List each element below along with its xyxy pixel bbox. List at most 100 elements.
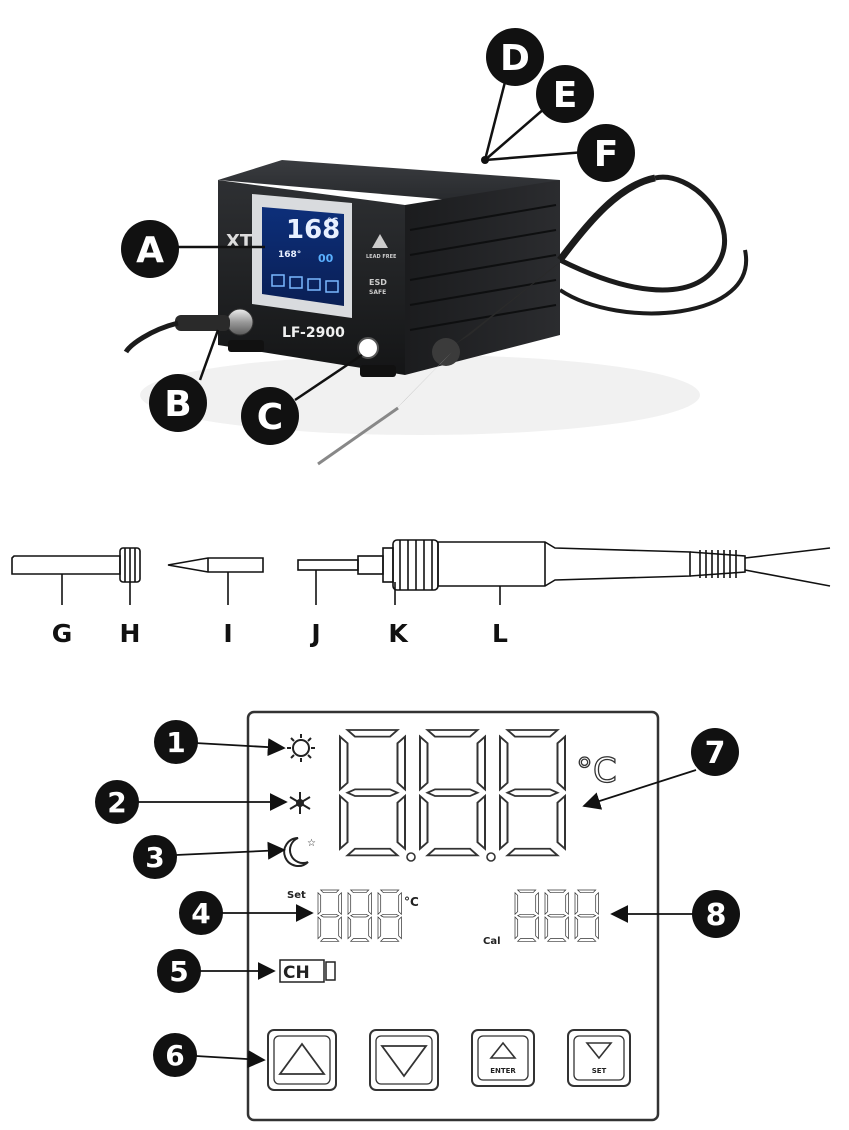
brand-logo: XT [226,231,253,252]
iron-cable [557,174,656,263]
cable-back-2 [558,249,749,316]
lcd-layout: ☆ °C Set °C Cal CH [95,710,740,1122]
callout-a [121,220,179,278]
lead-free-triangle-icon [372,234,388,248]
iron-parts-diagram [11,539,831,605]
badge-safe: SAFE [369,289,386,296]
screen-button-2[interactable] [289,276,303,289]
up-arrow-icon [278,1042,326,1075]
lcd-panel-border [246,710,660,1122]
callout-8-label: 8 [706,898,727,933]
down-arrow-icon [380,1045,428,1078]
cal-label: Cal [483,936,501,947]
screen-button-1[interactable] [271,274,285,287]
screen-button-4[interactable] [325,280,339,293]
cable-top-edge [744,547,831,559]
part-j-heater [297,559,359,571]
callout-line-c [294,353,363,402]
iron-grip-ring [432,338,460,366]
callout-d-label: D [500,38,530,79]
part-g-tube [11,555,121,575]
callout-5-label: 5 [169,955,188,988]
part-l-handle [437,541,691,587]
power-knob[interactable] [357,337,379,359]
iron-sleeve [395,352,452,410]
callout-8 [692,890,740,938]
station-top [218,160,560,205]
callout-e-label: E [553,75,578,116]
up-button[interactable] [267,1029,337,1091]
enter-button[interactable]: ENTER [471,1029,535,1087]
part-label-k: K [388,619,409,648]
callout-7-label: 7 [705,736,726,771]
part-labels: G H I J K L [52,619,508,648]
set-label: Set [287,890,306,901]
callout-1-label: 1 [166,726,185,759]
screen-button-3[interactable] [307,278,321,291]
callout-f-label: F [594,134,619,175]
callout-4 [179,891,223,935]
main-dp-2 [486,852,496,862]
ch-indicator-box [279,959,325,983]
callout-def-origin [481,156,489,164]
callout-4-label: 4 [191,897,210,930]
callout-6-label: 6 [165,1039,184,1072]
callout-line-f [484,150,586,162]
iron-connector [226,308,254,336]
callout-c-label: C [257,397,283,438]
arrow-3 [175,841,286,860]
screen-unit: °C [327,217,339,227]
cable-back [558,174,728,293]
ch-label: CH [283,963,310,983]
svg-text:☆: ☆ [307,838,316,849]
set-button-label: SET [592,1067,607,1075]
callout-3 [133,835,177,879]
callout-line-e [484,107,546,161]
part-label-i: I [223,619,232,648]
main-unit: °C [576,751,617,791]
badge-esd: ESD [369,278,387,287]
cable-bottom-edge [744,569,831,587]
callout-d [486,28,544,86]
callout-b [149,374,207,432]
callout-2 [95,780,139,824]
foot-right [360,365,396,377]
callout-e [536,65,594,123]
screen-main-temp: 168 [286,215,340,245]
set-down-icon [585,1042,613,1060]
lcd-screen [262,207,344,306]
part-label-g: G [52,619,73,648]
part-j-collar [357,555,384,575]
iron-tip [317,406,399,466]
part-k-ring [382,547,394,583]
front-cable [123,320,179,354]
badge-lead-free: LEAD FREE [366,254,397,260]
part-label-h: H [120,619,141,648]
callout-line-d [483,81,507,161]
part-label-j: J [309,619,320,648]
set-button[interactable]: SET [567,1029,631,1087]
soldering-station: XT 168 °C 168° 00 LEAD FREE ESD SAFE LF-… [123,160,749,466]
connector-plug [175,315,230,331]
callout-b-label: B [164,384,191,425]
sun-icon [287,734,315,762]
callout-f [577,124,635,182]
enter-label: ENTER [490,1067,516,1075]
callout-line-b [198,329,220,381]
arrow-6 [195,1050,266,1069]
callout-a-label: A [136,230,164,271]
station-side [405,180,560,375]
callout-3-label: 3 [145,841,164,874]
screen-small-temp: 168° [278,250,301,260]
callout-5 [157,949,201,993]
callouts-top: A B C D E F [121,28,635,445]
callout-2-label: 2 [107,786,126,819]
down-button[interactable] [369,1029,439,1091]
set-unit: °C [404,895,419,909]
snowflake-icon [289,792,311,814]
ch-digit-box [325,961,336,981]
main-dp-1 [406,852,416,862]
part-i-tip [167,557,264,573]
callout-6 [153,1033,197,1077]
